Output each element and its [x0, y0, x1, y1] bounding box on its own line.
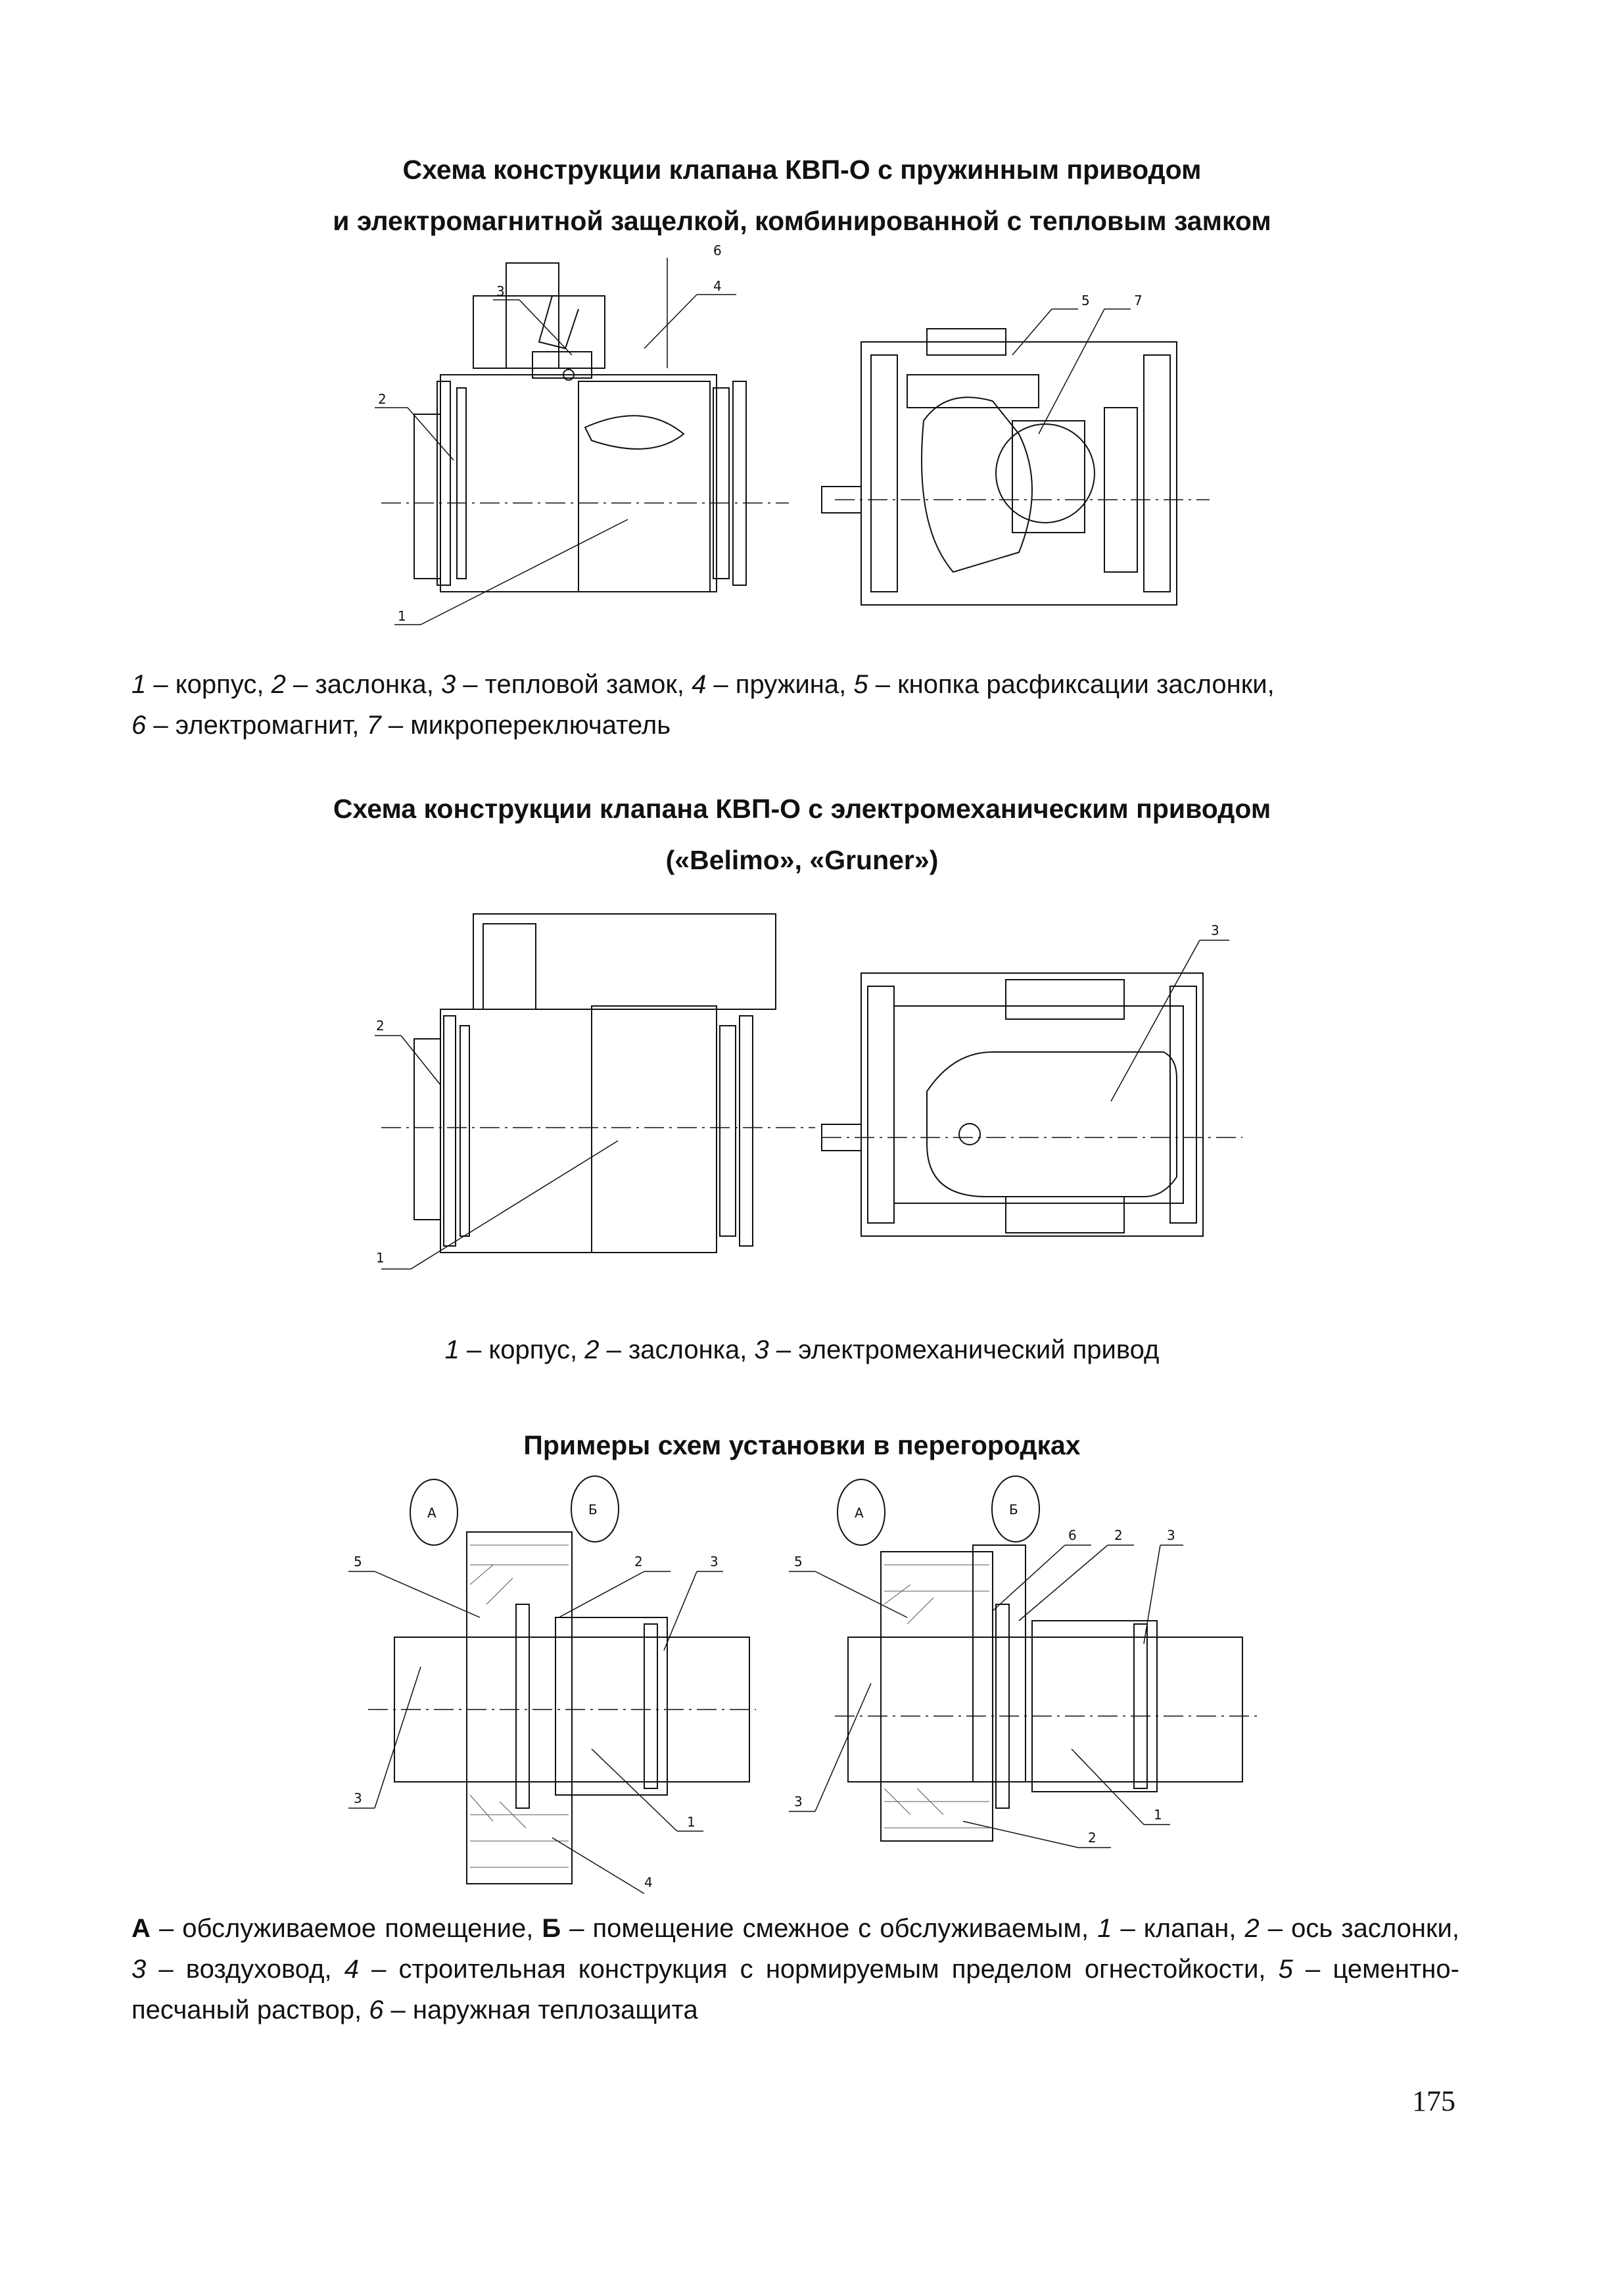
- fig3-left-label-5: 5: [354, 1554, 362, 1569]
- section2-title-line2: («Belimo», «Gruner»): [665, 845, 939, 875]
- fig3-left-label-3a: 3: [710, 1554, 719, 1569]
- fig1-label-7: 7: [1134, 293, 1143, 308]
- fig3-left-label-1: 1: [687, 1814, 696, 1830]
- fig1-label-1: 1: [398, 608, 406, 624]
- section3-legend: А – обслуживаемое помещение, Б – помещен…: [131, 1914, 1459, 2024]
- fig1-label-2: 2: [378, 391, 387, 407]
- fig3-left-label-3b: 3: [354, 1790, 362, 1806]
- section1-legend: 1 – корпус, 2 – заслонка, 3 – тепловой з…: [131, 670, 1275, 740]
- figure1-front-view: 5 7: [822, 293, 1229, 658]
- fig2-label-2: 2: [376, 1018, 385, 1034]
- section3-title: Примеры схем установки в перегородках: [523, 1430, 1081, 1460]
- section1-title-line1: Схема конструкции клапана КВП-О с пружин…: [402, 155, 1202, 185]
- fig1-label-5: 5: [1081, 293, 1090, 308]
- fig3-left-label-2: 2: [634, 1554, 643, 1569]
- figure2-front-view: 3: [822, 922, 1275, 1302]
- fig3-right-label-3b: 3: [794, 1794, 803, 1809]
- figure3-install-left: А Б 5 2 3 3 1 4: [335, 1473, 763, 1894]
- figure2-side-view: 2 1: [355, 907, 828, 1289]
- fig1-label-3: 3: [496, 283, 505, 299]
- fig3-right-label-6: 6: [1068, 1527, 1077, 1543]
- section1-title-line2: и электромагнитной защелкой, комбинирова…: [333, 206, 1271, 236]
- figure1-side-view: 2 1 3 4 6: [368, 243, 828, 644]
- fig3-right-label-2a: 2: [1114, 1527, 1123, 1543]
- page-number: 175: [1412, 2085, 1455, 2117]
- fig3-right-zone-a: А: [855, 1505, 864, 1521]
- fig3-left-label-4: 4: [644, 1875, 653, 1890]
- fig3-right-zone-b: Б: [1009, 1502, 1018, 1518]
- section2-title-line1: Схема конструкции клапана КВП-О с электр…: [333, 794, 1271, 824]
- section2-legend: 1 – корпус, 2 – заслонка, 3 – электромех…: [444, 1335, 1160, 1364]
- figure3-install-right: А Б 5 6 2 3 3 1 2: [776, 1473, 1275, 1880]
- fig3-right-label-3a: 3: [1167, 1527, 1175, 1543]
- fig3-right-label-1: 1: [1154, 1807, 1162, 1823]
- fig2-label-1: 1: [376, 1250, 385, 1266]
- fig2-label-3: 3: [1211, 922, 1219, 938]
- fig1-label-6: 6: [713, 243, 722, 258]
- fig1-label-4: 4: [713, 278, 722, 294]
- fig3-left-zone-b: Б: [588, 1502, 598, 1518]
- fig3-right-label-5: 5: [794, 1554, 803, 1569]
- fig3-right-label-2b: 2: [1088, 1830, 1097, 1846]
- fig3-left-zone-a: А: [427, 1505, 436, 1521]
